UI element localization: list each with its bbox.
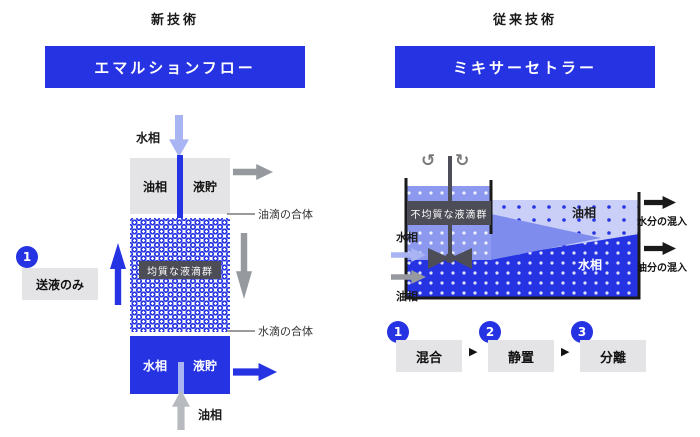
settler-oil-phase-label: 油相 [572,206,597,220]
column-up-flow-arrow-icon [110,243,126,305]
step-separator-icon: ▶ [469,345,478,358]
water-coalescence-line [227,330,255,332]
settler-inlet-water-label: 水相 [396,231,418,244]
right-banner: ミキサーセトラー [395,46,655,88]
top-tank-oil-label: 油相 [142,179,167,194]
bottom-tank-pipe [178,362,184,394]
settler-inlet-oil-label: 油相 [396,290,418,303]
mixer-label: 不均質な液滴群 [407,201,491,225]
stirrer-hub [445,253,455,263]
oil-inlet-arrow-icon [172,390,190,430]
inlet-pipe [177,155,183,220]
water-inlet-arrow-icon [169,115,189,157]
stirrer-blade-left [428,248,450,269]
step-3-badge: 3 [571,321,593,343]
right-header: 従来技術 [492,13,557,28]
left-banner: エマルションフロー [45,46,305,88]
oil-coalescence-line [227,213,255,215]
rotate-cw-icon: ↻ [455,151,470,171]
emulsion-wedge [491,214,601,260]
step-2-box: 静置 [488,340,554,372]
column-down-flow-arrow-icon [236,233,252,299]
step-3-box: 分離 [580,340,646,372]
outlet-bottom-label: 油分の混入 [637,263,687,274]
vessel-outline [404,178,641,300]
step-1-box: 混合 [396,340,462,372]
oil-inlet-label: 油相 [198,408,223,422]
step-separator-icon: ▶ [561,345,570,358]
bottom-tank-reservoir-label: 液貯 [192,358,217,373]
outlet-top-label: 水分の混入 [637,217,687,228]
oil-outlet-arrow-icon [233,164,273,180]
settler-water-phase-label: 水相 [578,258,603,272]
feed-step-badge: 1 [16,246,38,268]
feed-step-box: 送液のみ [22,268,98,300]
step-1-badge: 1 [387,321,409,343]
water-inlet-label: 水相 [136,131,161,145]
settler-water-droplets [491,234,639,298]
rotate-ccw-icon: ↺ [421,151,436,171]
water-coalescence-label: 水滴の合体 [258,325,313,338]
stirrer-blade-right [450,248,472,269]
left-header: 新技術 [150,13,199,28]
top-tank-reservoir-label: 液貯 [192,179,217,194]
oil-coalescence-label: 油滴の合体 [258,208,313,221]
mixer-settler-apparatus [404,156,641,300]
step-2-badge: 2 [479,321,501,343]
water-outlet-arrow-icon [233,363,277,381]
emulsion-column-label: 均質な液滴群 [139,261,221,279]
bottom-tank-water-label: 水相 [142,358,167,373]
